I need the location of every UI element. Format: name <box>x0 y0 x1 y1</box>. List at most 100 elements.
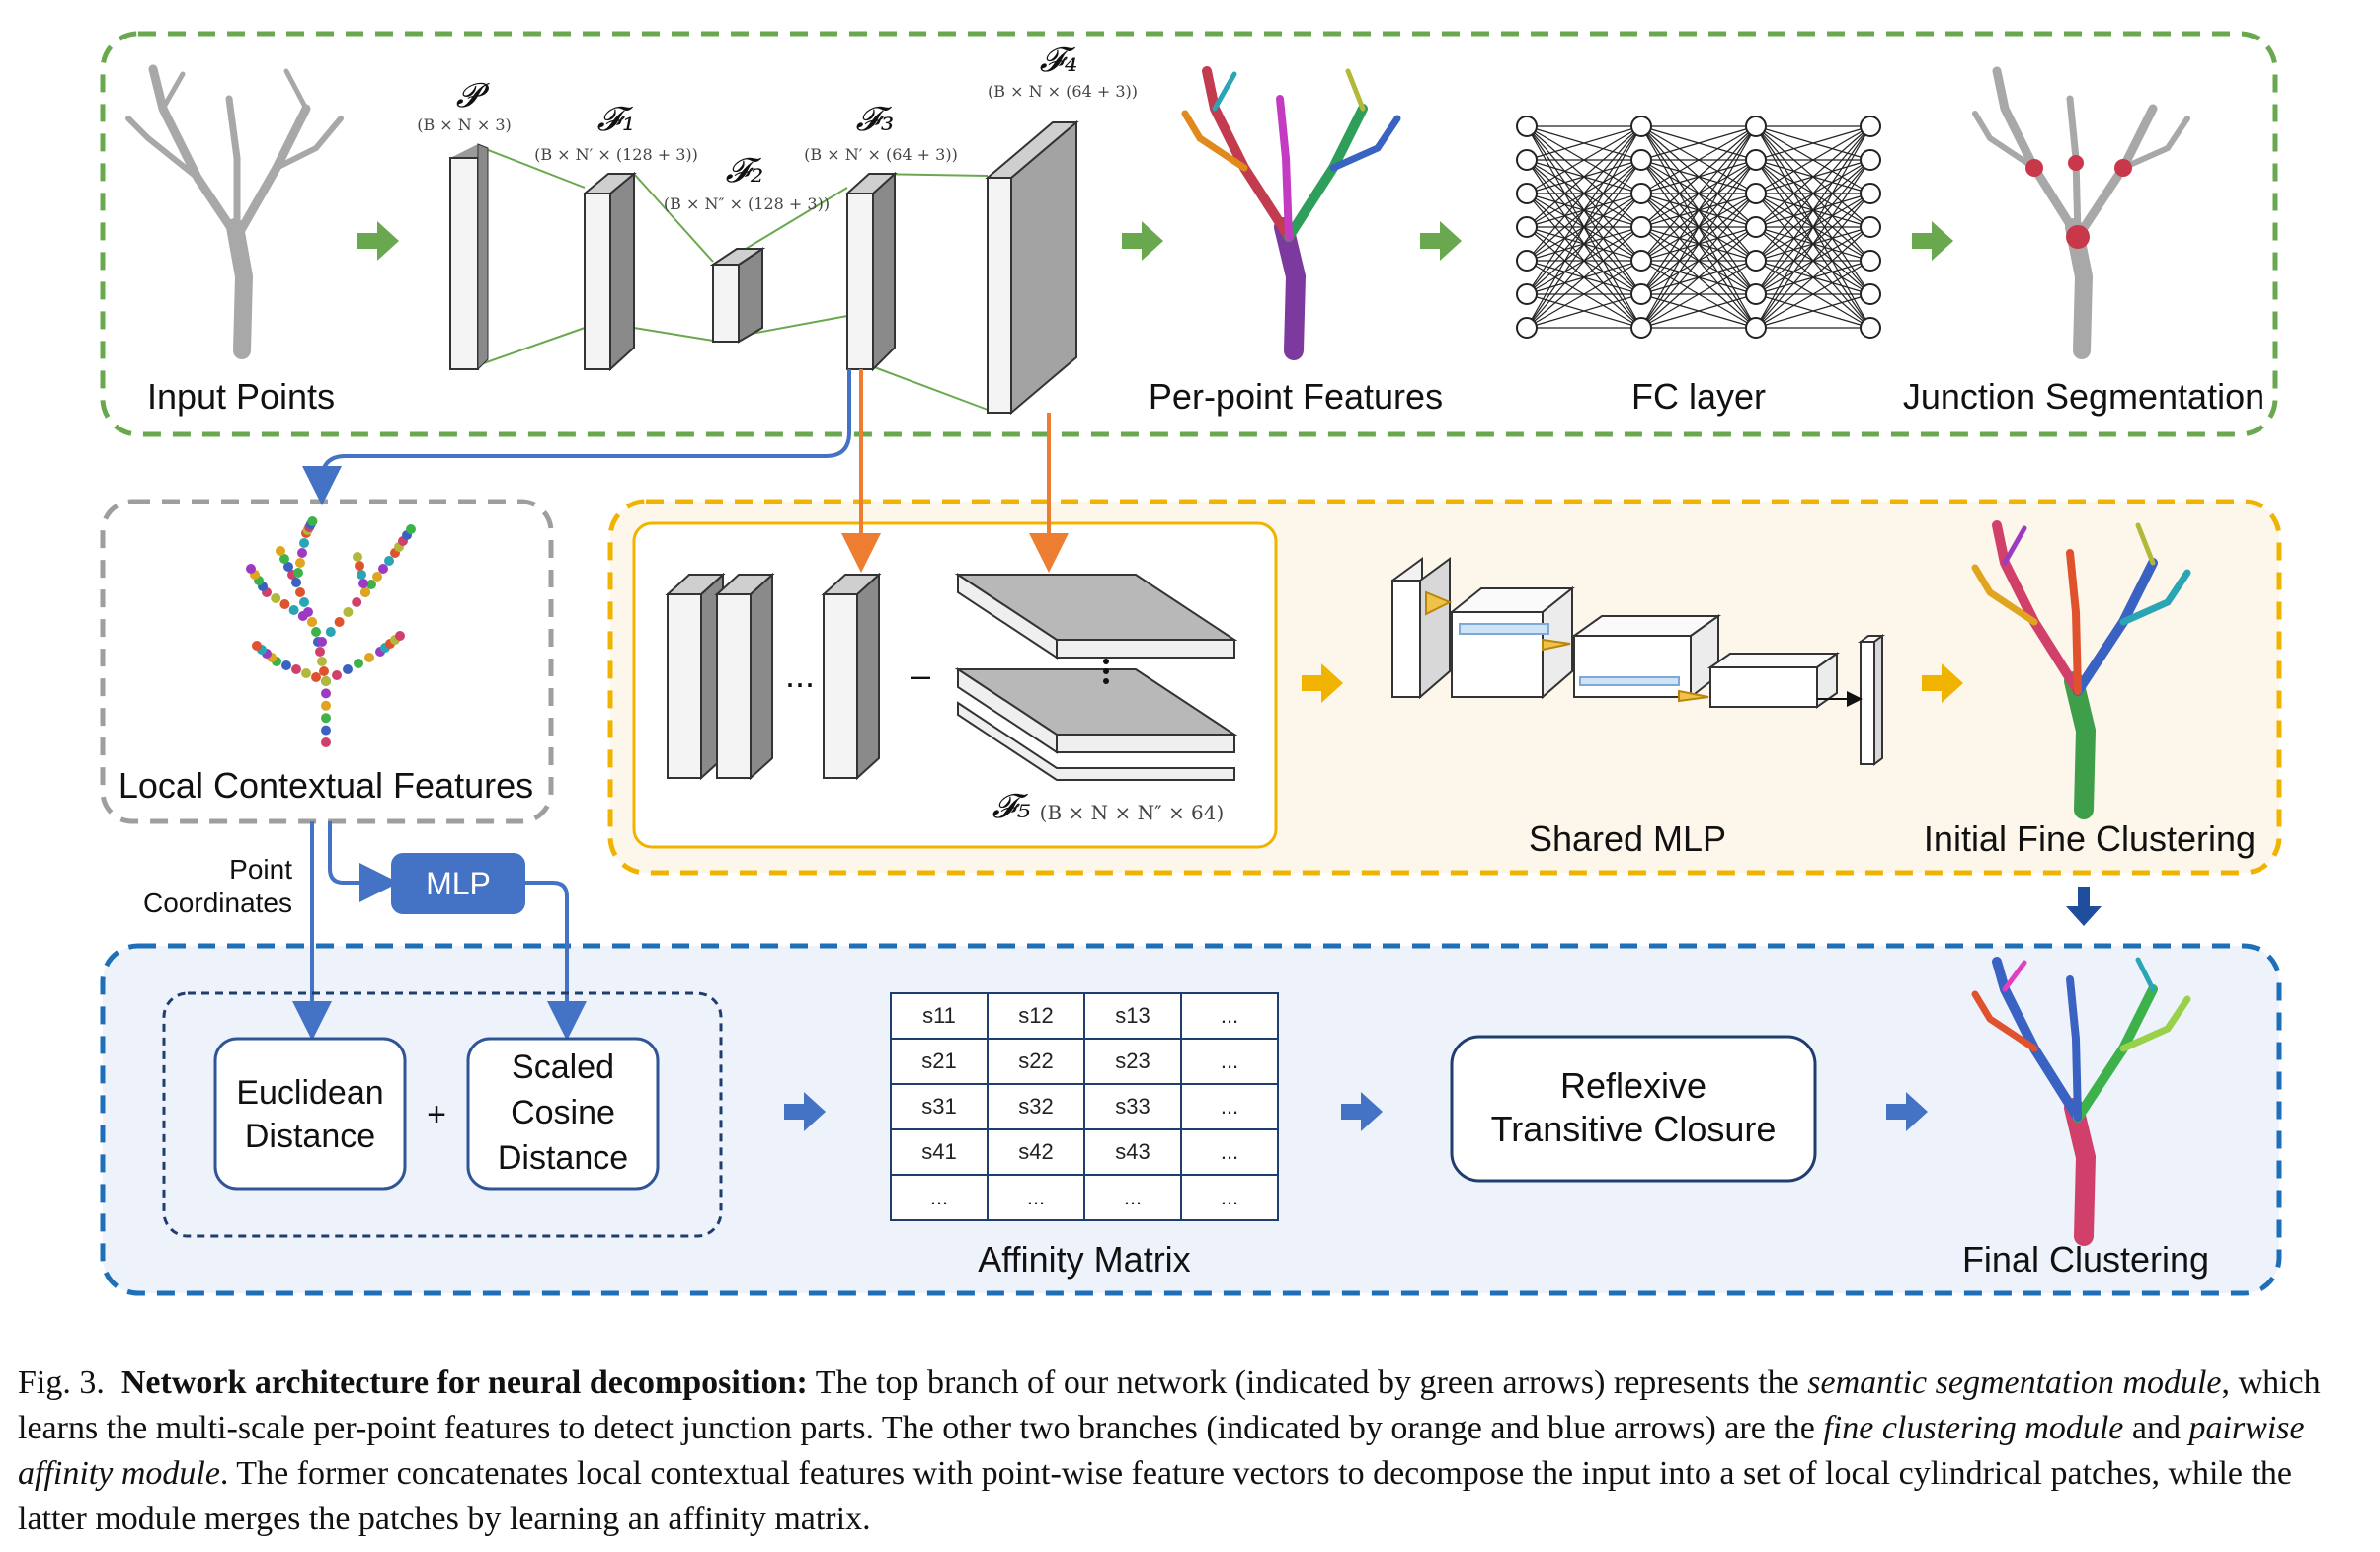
local-feature-point <box>295 587 305 597</box>
local-feature-point <box>307 617 317 627</box>
green-arrow-4 <box>1912 221 1953 261</box>
matrix-cell-value: s42 <box>1018 1139 1053 1164</box>
fc-edge <box>1526 125 1642 194</box>
green-arrow-1 <box>357 221 399 261</box>
local-feature-point <box>299 538 309 548</box>
feature-f4-dims: (B × N × (64 + 3)) <box>988 82 1138 101</box>
distance-group-box <box>162 991 723 1238</box>
junction-segmentation-label: Junction Segmentation <box>1903 376 2264 417</box>
fc-edge <box>1640 226 1757 329</box>
fc-edge <box>1640 293 1757 329</box>
local-features-tree-icon <box>246 516 416 747</box>
fc-edge <box>1640 125 1757 161</box>
matrix-cell-value: s13 <box>1115 1003 1150 1028</box>
matrix-cell <box>1083 1174 1182 1221</box>
matrix-cell-value: ... <box>1221 1094 1238 1119</box>
fc-edge <box>1640 193 1757 329</box>
fc-node <box>1630 250 1652 272</box>
block-f1 <box>582 171 637 372</box>
fc-edge <box>1755 125 1871 329</box>
local-feature-point <box>311 672 321 682</box>
yellow-arrow-2 <box>1922 663 1963 703</box>
shared-mlp-cubes <box>1391 557 1885 766</box>
local-feature-point <box>321 725 331 736</box>
shared-mlp-label: Shared MLP <box>1529 818 1726 859</box>
fc-edge <box>1640 125 1757 329</box>
matrix-cell <box>987 992 1085 1040</box>
fc-node <box>1860 116 1881 137</box>
local-feature-point <box>288 605 299 615</box>
euclidean-line-2: Distance <box>245 1118 375 1155</box>
euclidean-line-1: Euclidean <box>236 1074 383 1112</box>
closure-box <box>1450 1035 1817 1183</box>
fc-node <box>1630 183 1652 204</box>
feature-f5-name: 𝓕₅ <box>992 787 1031 826</box>
local-features-label: Local Contextual Features <box>119 765 533 806</box>
matrix-cell-value: s23 <box>1115 1048 1150 1073</box>
fc-node <box>1516 317 1538 339</box>
fc-edge <box>1526 125 1642 329</box>
block-f2 <box>709 247 766 344</box>
matrix-cell-value: ... <box>1124 1185 1142 1209</box>
local-feature-point <box>321 737 331 747</box>
final-clustering-tree-icon <box>1971 957 2191 1246</box>
yellow-arrow-1 <box>1302 663 1343 703</box>
closure-line-2: Transitive Closure <box>1491 1109 1777 1149</box>
local-feature-point <box>321 713 331 724</box>
fc-edge <box>1526 125 1642 262</box>
matrix-cell <box>1180 1083 1279 1130</box>
fc-edge <box>1755 125 1871 161</box>
local-feature-point <box>321 676 331 686</box>
fc-node <box>1630 116 1652 137</box>
caption-part-6: pairwise affinity module <box>18 1410 2305 1492</box>
input-points-label: Input Points <box>147 376 335 417</box>
fc-node <box>1516 149 1538 171</box>
tiled-feature-blocks <box>665 572 882 781</box>
fc-edge <box>1755 293 1871 329</box>
local-feature-point <box>317 637 327 647</box>
local-feature-point <box>343 607 354 617</box>
matrix-cell-value: ... <box>1221 1048 1238 1073</box>
feature-p-dims: (B × N × 3) <box>417 116 512 134</box>
feature-f2-name: 𝓕₂ <box>726 151 764 191</box>
local-feature-point <box>276 546 285 556</box>
local-feature-point <box>295 558 305 568</box>
local-feature-point <box>246 564 256 574</box>
per-point-features-label: Per-point Features <box>1149 376 1443 417</box>
fc-edge <box>1755 260 1871 329</box>
feature-f4-name: 𝓕₄ <box>1040 40 1078 80</box>
architecture-diagram: Input Points 𝓟 (B × N × 3) 𝓕₁ (B × N′ × … <box>100 31 2282 1296</box>
local-feature-point <box>406 524 416 534</box>
fc-node <box>1516 216 1538 238</box>
fc-edge <box>1526 125 1642 228</box>
cosine-distance-box <box>466 1037 660 1191</box>
green-arrow-2 <box>1122 221 1163 261</box>
local-feature-point <box>355 561 364 571</box>
fc-layer-label: FC layer <box>1631 376 1766 417</box>
local-feature-point <box>372 572 382 582</box>
caption-part-7: . The former concatenates local contextu… <box>18 1455 2293 1537</box>
block-p <box>449 143 489 371</box>
fc-node <box>1516 250 1538 272</box>
local-feature-point <box>279 599 290 609</box>
fc-edge <box>1755 193 1871 329</box>
blue-arrow-f3-to-local <box>302 369 851 505</box>
matrix-cell-value: ... <box>1221 1139 1238 1164</box>
fc-edge <box>1526 226 1642 329</box>
fc-node <box>1516 283 1538 305</box>
local-feature-point <box>279 554 289 564</box>
fc-node <box>1630 283 1652 305</box>
fc-edge <box>1526 125 1642 161</box>
plus-sign: + <box>427 1096 446 1133</box>
fc-edge <box>1526 159 1642 329</box>
blue-connectors <box>292 821 587 1041</box>
matrix-cell-value: s21 <box>921 1048 956 1073</box>
local-feature-point <box>384 556 394 566</box>
local-feature-point <box>291 664 301 674</box>
local-feature-point <box>353 552 362 562</box>
matrix-cell <box>1180 1128 1279 1176</box>
caption-part-4: fine clustering module <box>1823 1410 2124 1446</box>
plate-dots <box>1103 659 1109 684</box>
caption-title: Network architecture for neural decompos… <box>120 1364 808 1401</box>
fc-edge <box>1526 193 1642 329</box>
